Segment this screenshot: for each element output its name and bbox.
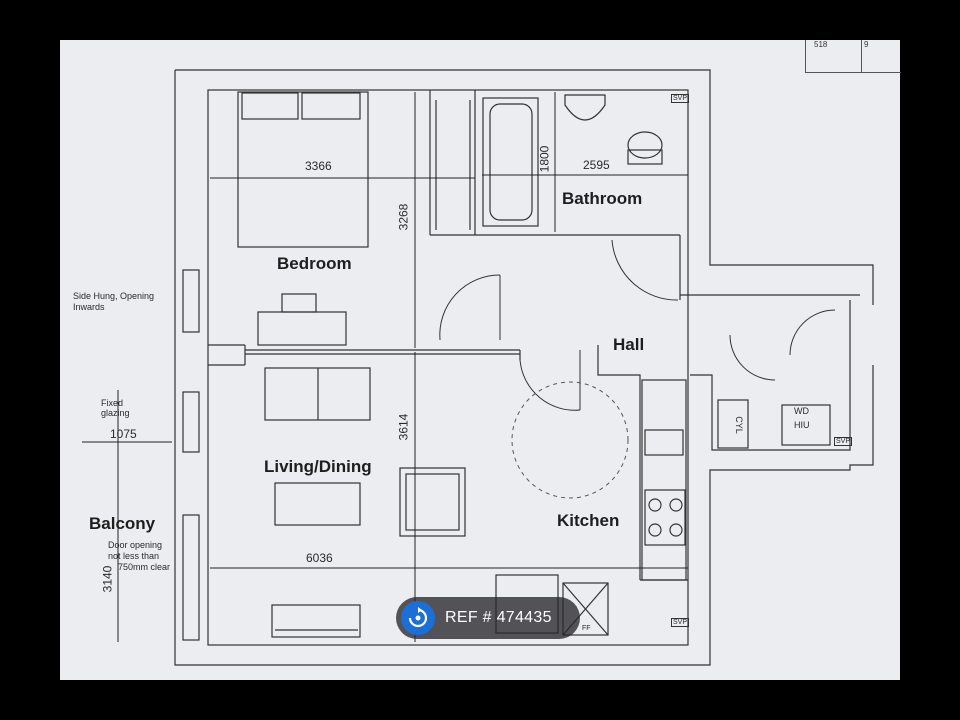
room-label-bedroom: Bedroom	[277, 254, 352, 273]
dim-bed-depth: 3268	[396, 203, 411, 231]
inner-wall	[207, 89, 689, 646]
dim-living-depth: 3614	[396, 413, 411, 441]
dining-table	[274, 482, 361, 526]
corner-value-1: 518	[814, 40, 828, 49]
svp-tag-bathroom: SVP	[671, 94, 690, 103]
svp-tag-utility: SVP	[834, 437, 853, 446]
dim-bath-depth: 1800	[537, 145, 552, 173]
reference-number: REF # 474435	[445, 609, 552, 626]
note-inwards: Inwards	[73, 302, 105, 312]
dim-bath-width: 2595	[583, 158, 610, 172]
top-letterbox	[0, 0, 960, 40]
rotate-arrows-icon	[401, 601, 435, 635]
note-door-3: 750mm clear	[118, 562, 171, 572]
note-door-2: not less than	[108, 551, 160, 561]
outer-wall-top	[175, 69, 874, 305]
bottom-letterbox	[0, 680, 960, 720]
bed	[237, 91, 369, 248]
tag-wd: WD	[794, 406, 809, 416]
dim-balcony-width: 1075	[110, 427, 137, 441]
room-label-bathroom: Bathroom	[562, 189, 643, 208]
dim-bed-width: 3366	[305, 159, 332, 173]
right-letterbox	[900, 40, 960, 680]
note-fixed: Fixed	[101, 398, 124, 408]
svp-tag-kitchen: SVP	[671, 618, 690, 627]
dim-balcony-depth: 3140	[100, 565, 115, 593]
left-letterbox	[0, 40, 60, 680]
tag-ff: FF	[582, 625, 591, 632]
note-door-1: Door opening	[108, 540, 163, 550]
reference-badge: REF # 474435	[396, 597, 580, 639]
floor-plan-sheet	[60, 40, 900, 680]
room-label-balcony: Balcony	[89, 514, 156, 533]
corner-table: 518 9	[805, 40, 901, 73]
room-label-hall: Hall	[613, 335, 645, 354]
outer-wall-bottom	[174, 70, 874, 666]
tag-cyl: CYL	[733, 416, 744, 434]
note-glazing: glazing	[101, 408, 130, 418]
corner-value-2: 9	[864, 40, 869, 49]
room-label-kitchen: Kitchen	[557, 511, 620, 530]
room-label-living: Living/Dining	[264, 457, 372, 476]
note-side-hung: Side Hung, Opening	[73, 291, 155, 301]
bedroom-door-swing	[439, 274, 501, 341]
tag-hiu: HIU	[794, 420, 810, 430]
turning-circle	[511, 381, 629, 499]
dim-living-width: 6036	[306, 551, 333, 565]
